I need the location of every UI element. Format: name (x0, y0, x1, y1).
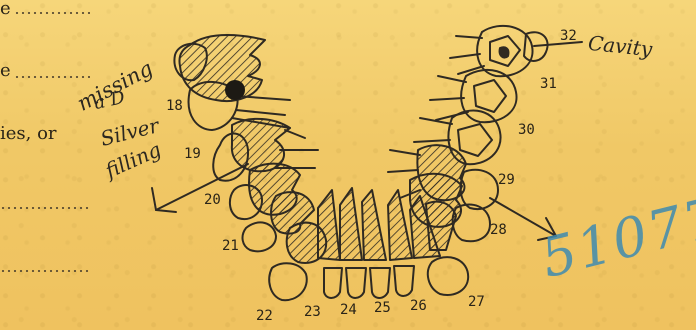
lower-incisor-23 (324, 268, 342, 298)
tooth-number-32: 32 (560, 28, 577, 44)
tooth-29-outline (461, 170, 498, 209)
tooth-number-22: 22 (256, 308, 273, 324)
cavity-mark (500, 47, 509, 57)
lower-incisor-25 (370, 268, 390, 298)
incisor-1-crown (318, 190, 340, 260)
tooth-number-19: 19 (184, 146, 201, 162)
incisor-2-crown (340, 188, 362, 260)
tooth-number-30: 30 (518, 122, 535, 138)
tooth-number-24: 24 (340, 302, 357, 318)
tooth-number-23: 23 (304, 304, 321, 320)
tooth-number-25: 25 (374, 300, 391, 316)
tooth-27-outline (428, 257, 468, 295)
tooth-29-crown (417, 145, 466, 200)
tooth-18-crown (179, 35, 265, 101)
tooth-number-18: 18 (166, 98, 183, 114)
tooth-number-21: 21 (222, 238, 239, 254)
missing-tooth-mark (225, 80, 245, 100)
left-arrow-line (156, 164, 248, 210)
tooth-30-roots (414, 118, 452, 142)
left-arrow-head (152, 188, 176, 212)
tooth-number-29: 29 (498, 172, 515, 188)
tooth-23-outline (243, 222, 276, 251)
tooth-31-roots (430, 76, 468, 120)
tooth-number-28: 28 (490, 222, 507, 238)
tooth-number-20: 20 (204, 192, 221, 208)
tooth-24-outline (269, 263, 307, 300)
tooth-number-26: 26 (410, 298, 427, 314)
lower-incisor-26 (394, 266, 414, 296)
incisor-4-crown (388, 190, 412, 260)
tooth-30-inner (458, 124, 492, 156)
tooth-number-31: 31 (540, 76, 557, 92)
incisor-3-crown (362, 190, 386, 260)
lower-incisor-24 (346, 268, 366, 298)
tooth-number-27: 27 (468, 294, 485, 310)
tooth-31-inner (474, 80, 506, 112)
